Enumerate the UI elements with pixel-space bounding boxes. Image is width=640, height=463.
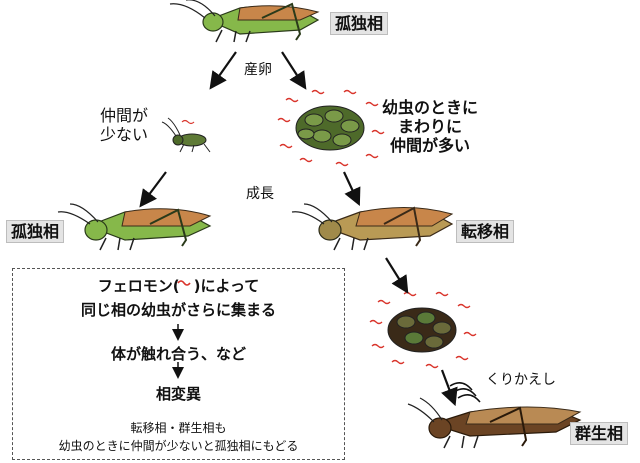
arrow-growth-left [139,171,167,208]
note-line-5: 転移相・群生相も [130,421,227,435]
few-peers-line2: 少ない [100,125,149,145]
label-many-peers: 幼虫のときに まわりに 仲間が多い [382,98,478,156]
label-few-peers: 仲間が 少ない [100,106,148,144]
label-repeat: くりかえし [486,372,556,388]
phase-change-note: フェロモン()によって 同じ相の幼虫がさらに集まる 体が触れ合う、など 相変異 … [12,268,345,460]
note-line-2: 同じ相の幼虫がさらに集まる [80,301,276,319]
many-peers-line1: 幼虫のときに [382,98,479,117]
note-line-1-end: )によって [193,277,260,295]
note-line-6: 幼虫のときに仲間が少ないと孤独相にもどる [58,439,299,453]
nymph-solitary-icon [161,117,211,153]
nymph-crowd-bottom-icon [369,291,477,369]
many-peers-line3: 仲間が多い [390,136,471,156]
note-line-4: 相変異 [155,385,201,403]
arrow-growth-right [343,171,361,206]
note-line-1: フェロモン( )によって [13,275,344,296]
grasshopper-solitary-top-icon [169,0,320,43]
arrow-to-gregarious [440,369,458,407]
note-line-3: 体が触れ合う、など [110,345,246,363]
arrow-to-crowd-bottom [385,257,409,294]
few-peers-line1: 仲間が [100,106,149,125]
label-growth: 成長 [246,186,274,202]
grasshopper-gregarious-icon [407,397,582,449]
nymph-crowd-top-icon [277,89,385,167]
label-lay-eggs: 産卵 [244,62,272,78]
grasshopper-transient-icon [291,203,454,251]
label-transient: 転移相 [456,220,515,244]
arrow-lay-eggs-right [281,51,307,90]
pheromone-icon [177,280,191,286]
many-peers-line2: まわりに [398,117,463,137]
arrow-lay-eggs-left [209,51,237,90]
note-line-1-start: フェロモン( [97,277,180,295]
repeat-curve-icon [449,382,481,403]
label-solitary-left: 孤独相 [6,220,65,244]
grasshopper-solitary-left-icon [57,203,212,251]
label-gregarious: 群生相 [570,422,629,446]
label-solitary-top: 孤独相 [330,12,389,36]
